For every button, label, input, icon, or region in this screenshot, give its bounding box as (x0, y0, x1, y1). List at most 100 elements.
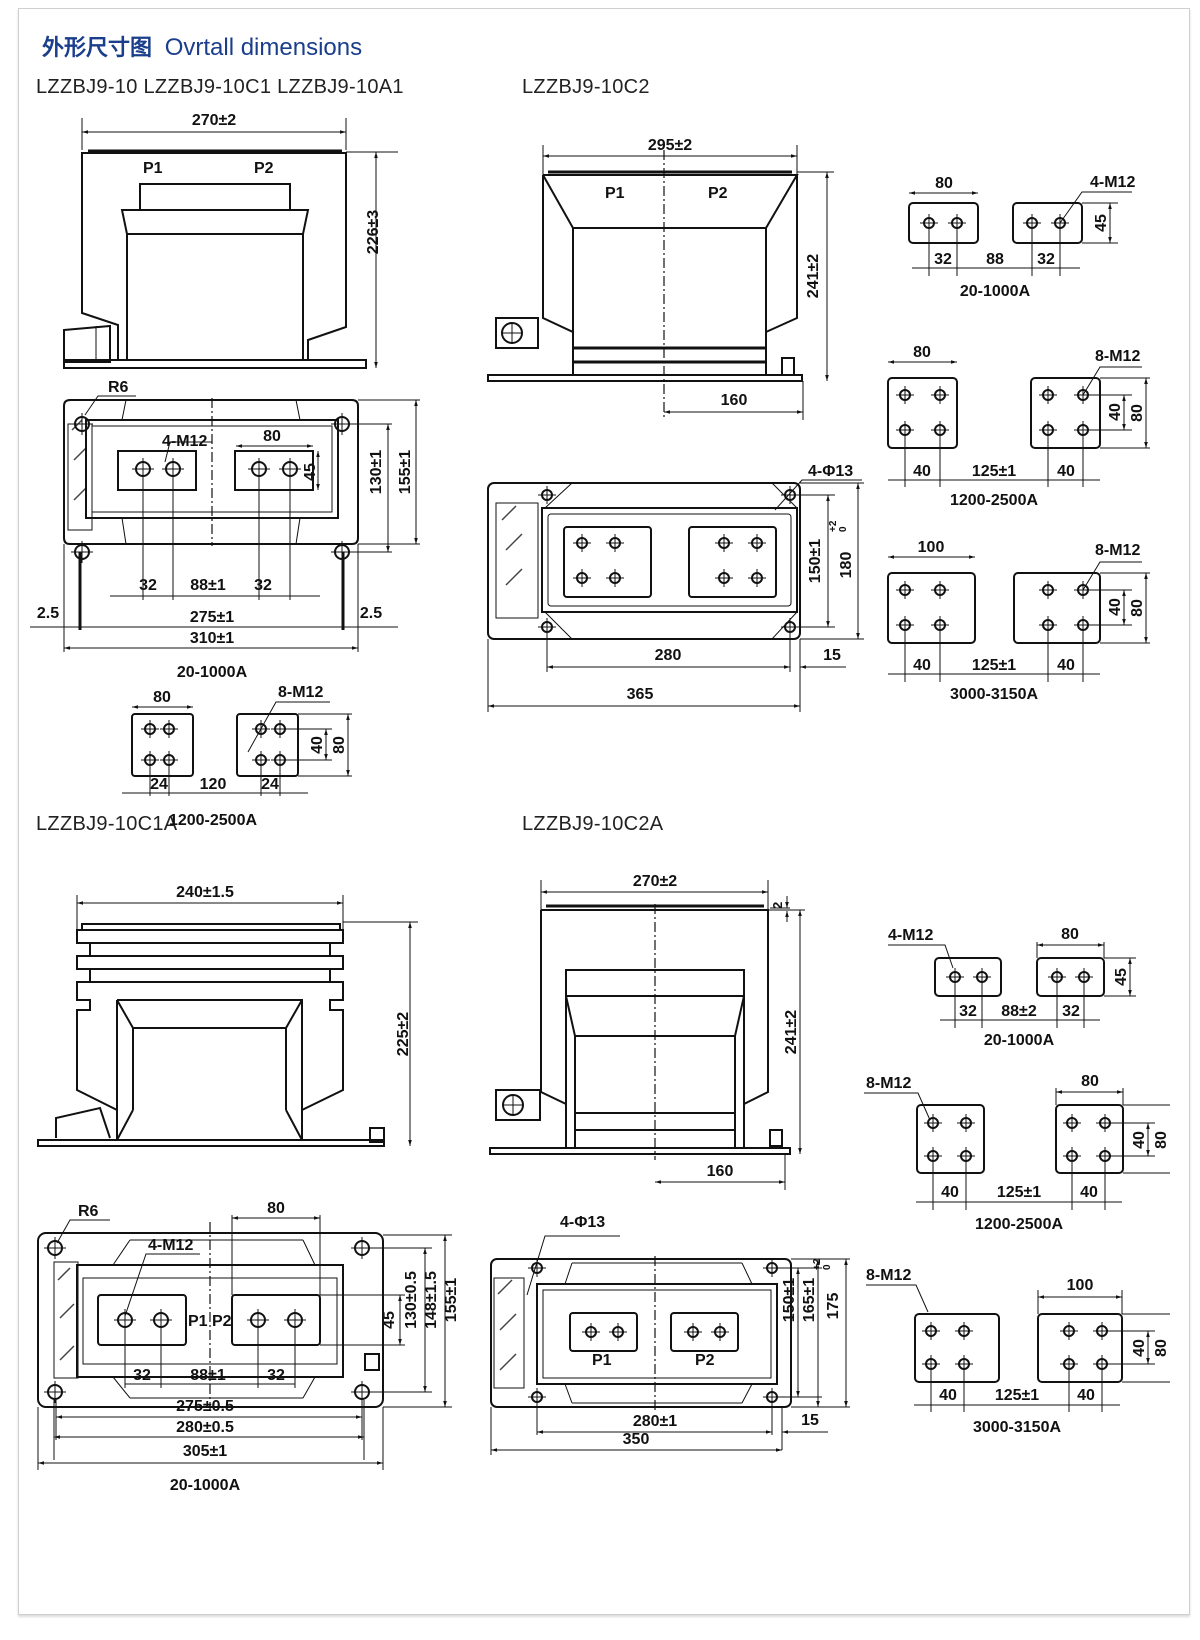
d4-t2-gap: 125±1 (997, 1184, 1041, 1201)
d1-term-row-spacing: 40 (309, 736, 326, 754)
d4-t3-row-spacing: 40 (1131, 1339, 1148, 1357)
d4-plan-h2: 165±1 (801, 1278, 818, 1322)
d1-term-width: 80 (153, 689, 171, 706)
d4-plan-overall-width: 350 (623, 1431, 650, 1448)
d4-plan-tol-upper: +2 (812, 1258, 823, 1270)
d4-t3-col-left: 40 (939, 1387, 957, 1404)
d4-t1-gap: 88±2 (1001, 1003, 1037, 1020)
d3-plan-h3: 155±1 (443, 1278, 460, 1322)
d2-t3-rating: 3000-3150A (950, 686, 1039, 703)
model-label-group3: LZZBJ9-10C1A (36, 813, 178, 835)
d1-plan-spacing-right: 32 (254, 577, 272, 594)
d1-plan-overall-width: 310±1 (190, 630, 234, 647)
d2-t2-col-right: 40 (1057, 463, 1075, 480)
d3-plan-p2: P2 (212, 1313, 232, 1330)
model-label-group4: LZZBJ9-10C2A (522, 813, 664, 835)
d2-t3-col-left: 40 (913, 657, 931, 674)
drawing4-front-view: 270±2 2 241±2 160 (489, 873, 805, 1190)
d4-front-offset: 160 (707, 1163, 734, 1180)
d2-t1-rating: 20-1000A (960, 283, 1031, 300)
d4-t1-width: 80 (1061, 926, 1079, 943)
d2-t3-holes: 8-M12 (1095, 542, 1140, 559)
d1-term-height: 80 (331, 736, 348, 754)
page-title: 外形尺寸图 Ovrtall dimensions (42, 30, 362, 62)
d4-plan-h3: 175 (825, 1293, 842, 1320)
d1-term-holes: 8-M12 (278, 684, 323, 701)
d1-front-p1: P1 (143, 160, 163, 177)
d1-plan-outer-height: 155±1 (397, 450, 414, 494)
drawing1-terminal-1200-2500A: 80 8-M12 40 80 24 120 24 1200-2500A (122, 684, 352, 829)
d4-t3-width: 100 (1067, 1277, 1094, 1294)
d2-front-p2: P2 (708, 185, 728, 202)
d3-plan-holes: 4-M12 (148, 1237, 193, 1254)
drawing3-front-view: 240±1.5 225±2 (37, 884, 418, 1147)
d3-plan-overall-width: 305±1 (183, 1443, 227, 1460)
d2-t2-rating: 1200-2500A (950, 492, 1039, 509)
d2-front-offset: 160 (721, 392, 748, 409)
drawing4-terminal-1200-2500A: 8-M12 80 40 80 40 125±1 40 1200-2500A (864, 1073, 1170, 1233)
d2-t2-row-spacing: 40 (1107, 403, 1124, 421)
drawing2-terminal-3000-3150A: 100 8-M12 40 80 40 125±1 40 3000-3150A (887, 539, 1150, 703)
model-label-group1: LZZBJ9-10 LZZBJ9-10C1 LZZBJ9-10A1 (36, 76, 404, 98)
drawing2-front-view: 295±2 P1 P2 241±2 160 (487, 137, 834, 420)
d1-plan-radius: R6 (108, 379, 129, 396)
d1-plan-margin-right: 2.5 (360, 605, 382, 622)
d1-plan-bar-height: 45 (302, 463, 319, 481)
d1-plan-inner-height: 130±1 (368, 450, 385, 494)
d1-front-height: 226±3 (365, 210, 382, 254)
d2-t3-height: 80 (1129, 599, 1146, 617)
d4-t2-height: 80 (1153, 1131, 1170, 1149)
d2-t2-height: 80 (1129, 404, 1146, 422)
d4-front-height: 241±2 (783, 1010, 800, 1054)
drawing4-terminal-20-1000A: 4-M12 80 45 32 88±2 32 20-1000A (888, 926, 1136, 1049)
d1-plan-mount-span: 275±1 (190, 609, 234, 626)
drawing4-plan-view: P1 P2 4-Φ13 150±1 165±1 175 +2 0 280±1 1… (490, 1214, 850, 1455)
d4-t2-col-right: 40 (1080, 1184, 1098, 1201)
d1-front-width: 270±2 (192, 112, 236, 129)
d2-t3-width: 100 (918, 539, 945, 556)
drawing2-terminal-1200-2500A: 80 8-M12 40 80 40 125±1 40 1200-2500A (887, 344, 1150, 509)
d1-plan-spacing-mid: 88±1 (190, 577, 226, 594)
d4-t1-rating: 20-1000A (984, 1032, 1055, 1049)
d3-plan-bar-width: 80 (267, 1200, 285, 1217)
d4-front-width: 270±2 (633, 873, 677, 890)
d4-plan-p2: P2 (695, 1352, 715, 1369)
d3-plan-span1: 275±0.5 (176, 1398, 234, 1415)
d2-plan-tol-lower: 0 (838, 526, 849, 532)
d4-t3-holes: 8-M12 (866, 1267, 911, 1284)
d1-plan-spacing-left: 32 (139, 577, 157, 594)
d3-plan-h2: 148±1.5 (423, 1271, 440, 1329)
d4-t2-width: 80 (1081, 1073, 1099, 1090)
d3-plan-spacing-left: 32 (133, 1367, 151, 1384)
d4-t3-gap: 125±1 (995, 1387, 1039, 1404)
d1-plan-holes: 4-M12 (162, 433, 207, 450)
d4-t2-row-spacing: 40 (1131, 1131, 1148, 1149)
d2-t3-row-spacing: 40 (1107, 598, 1124, 616)
d4-plan-p1: P1 (592, 1352, 612, 1369)
model-label-group2: LZZBJ9-10C2 (522, 76, 650, 98)
d2-t3-gap: 125±1 (972, 657, 1016, 674)
d2-t1-height: 45 (1093, 214, 1110, 232)
d2-front-width: 295±2 (648, 137, 692, 154)
d2-front-p1: P1 (605, 185, 625, 202)
d2-t1-spacing-right: 32 (1037, 251, 1055, 268)
d2-plan-inner-height: 150±1 (807, 539, 824, 583)
drawing2-terminal-20-1000A: 80 4-M12 45 32 88 32 20-1000A (908, 174, 1135, 300)
d4-front-top-gap: 2 (770, 902, 785, 909)
drawing4-terminal-3000-3150A: 8-M12 100 40 80 40 125±1 40 3000-3150A (866, 1267, 1170, 1436)
d2-t2-gap: 125±1 (972, 463, 1016, 480)
d1-plan-rating: 20-1000A (177, 664, 248, 681)
d2-t1-gap: 88 (986, 251, 1004, 268)
d4-plan-tol-lower: 0 (822, 1264, 833, 1270)
d2-t2-holes: 8-M12 (1095, 348, 1140, 365)
d3-plan-h1: 130±0.5 (403, 1271, 420, 1329)
d4-t2-rating: 1200-2500A (975, 1216, 1064, 1233)
d4-t1-spacing-left: 32 (959, 1003, 977, 1020)
d4-t3-height: 80 (1153, 1339, 1170, 1357)
d2-t1-holes: 4-M12 (1090, 174, 1135, 191)
d3-plan-span2: 280±0.5 (176, 1419, 234, 1436)
d2-plan-mount-span: 280 (655, 647, 682, 664)
d2-plan-holes: 4-Φ13 (808, 463, 853, 480)
d4-t2-col-left: 40 (941, 1184, 959, 1201)
